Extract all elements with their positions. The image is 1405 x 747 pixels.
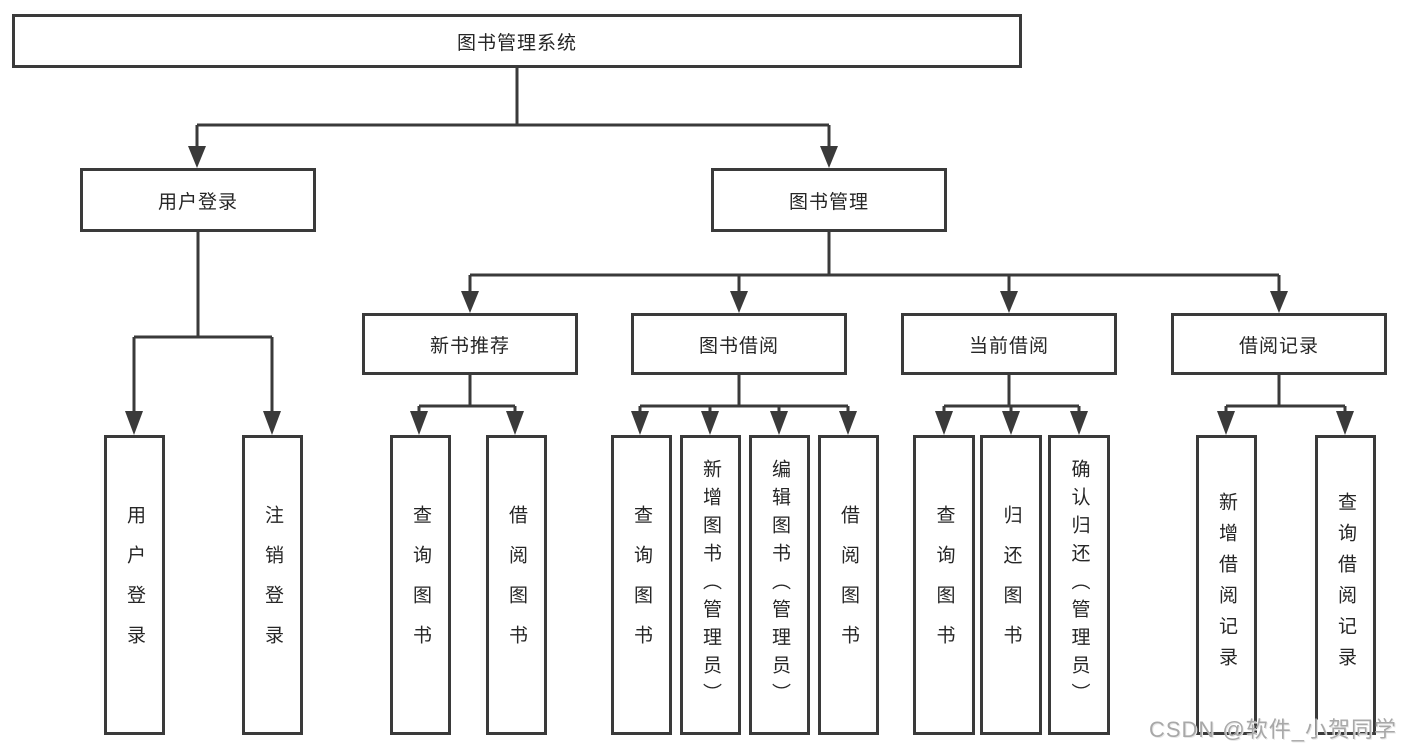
node-borrowing-records: 借阅记录: [1171, 313, 1387, 375]
node-label: 借阅记录: [1238, 335, 1319, 357]
leaf-query-borrow-record: 查询借阅记录: [1315, 435, 1376, 735]
leaf-query-books-current: 查询图书: [913, 435, 975, 735]
leaf-borrow-books-borrowing: 借阅图书: [818, 435, 879, 735]
node-label: 借阅图书: [506, 505, 527, 665]
node-label: 图书管理系统: [456, 32, 577, 54]
leaf-logout-login: 注销登录: [242, 435, 303, 735]
node-book-borrowing: 图书借阅: [631, 313, 847, 375]
leaf-user-login: 用户登录: [104, 435, 165, 735]
node-label: 图书借阅: [698, 335, 779, 357]
node-label: 归还图书: [1000, 505, 1022, 665]
leaf-query-books-borrowing: 查询图书: [611, 435, 672, 735]
node-new-book-recommendation: 新书推荐: [362, 313, 578, 375]
node-label: 确认归还（管理员）: [1068, 459, 1090, 711]
leaf-return-books: 归还图书: [980, 435, 1042, 735]
node-label: 查询图书: [410, 505, 431, 665]
leaf-borrow-books-recommend: 借阅图书: [486, 435, 547, 735]
node-label: 查询借阅记录: [1335, 492, 1356, 678]
leaf-add-books-admin: 新增图书（管理员）: [680, 435, 741, 735]
node-label: 用户登录: [157, 191, 238, 213]
leaf-query-books-recommend: 查询图书: [390, 435, 451, 735]
node-label: 查询图书: [631, 505, 652, 665]
node-label: 图书管理: [788, 191, 869, 213]
node-label: 注销登录: [262, 505, 283, 665]
leaf-add-borrow-record: 新增借阅记录: [1196, 435, 1257, 735]
node-label: 新增图书（管理员）: [700, 459, 721, 711]
node-label: 新增借阅记录: [1216, 492, 1237, 678]
node-current-borrowing: 当前借阅: [901, 313, 1117, 375]
leaf-confirm-return-admin: 确认归还（管理员）: [1048, 435, 1110, 735]
node-label: 当前借阅: [968, 335, 1049, 357]
leaf-edit-books-admin: 编辑图书（管理员）: [749, 435, 810, 735]
node-book-management: 图书管理: [711, 168, 947, 232]
node-label: 借阅图书: [838, 505, 859, 665]
csdn-watermark: CSDN @软件_小贺同学: [1148, 717, 1397, 742]
node-user-login: 用户登录: [80, 168, 316, 232]
node-library-management-system: 图书管理系统: [12, 14, 1022, 68]
node-label: 编辑图书（管理员）: [769, 459, 790, 711]
node-label: 新书推荐: [429, 335, 510, 357]
node-label: 查询图书: [933, 505, 955, 665]
node-label: 用户登录: [124, 505, 145, 665]
